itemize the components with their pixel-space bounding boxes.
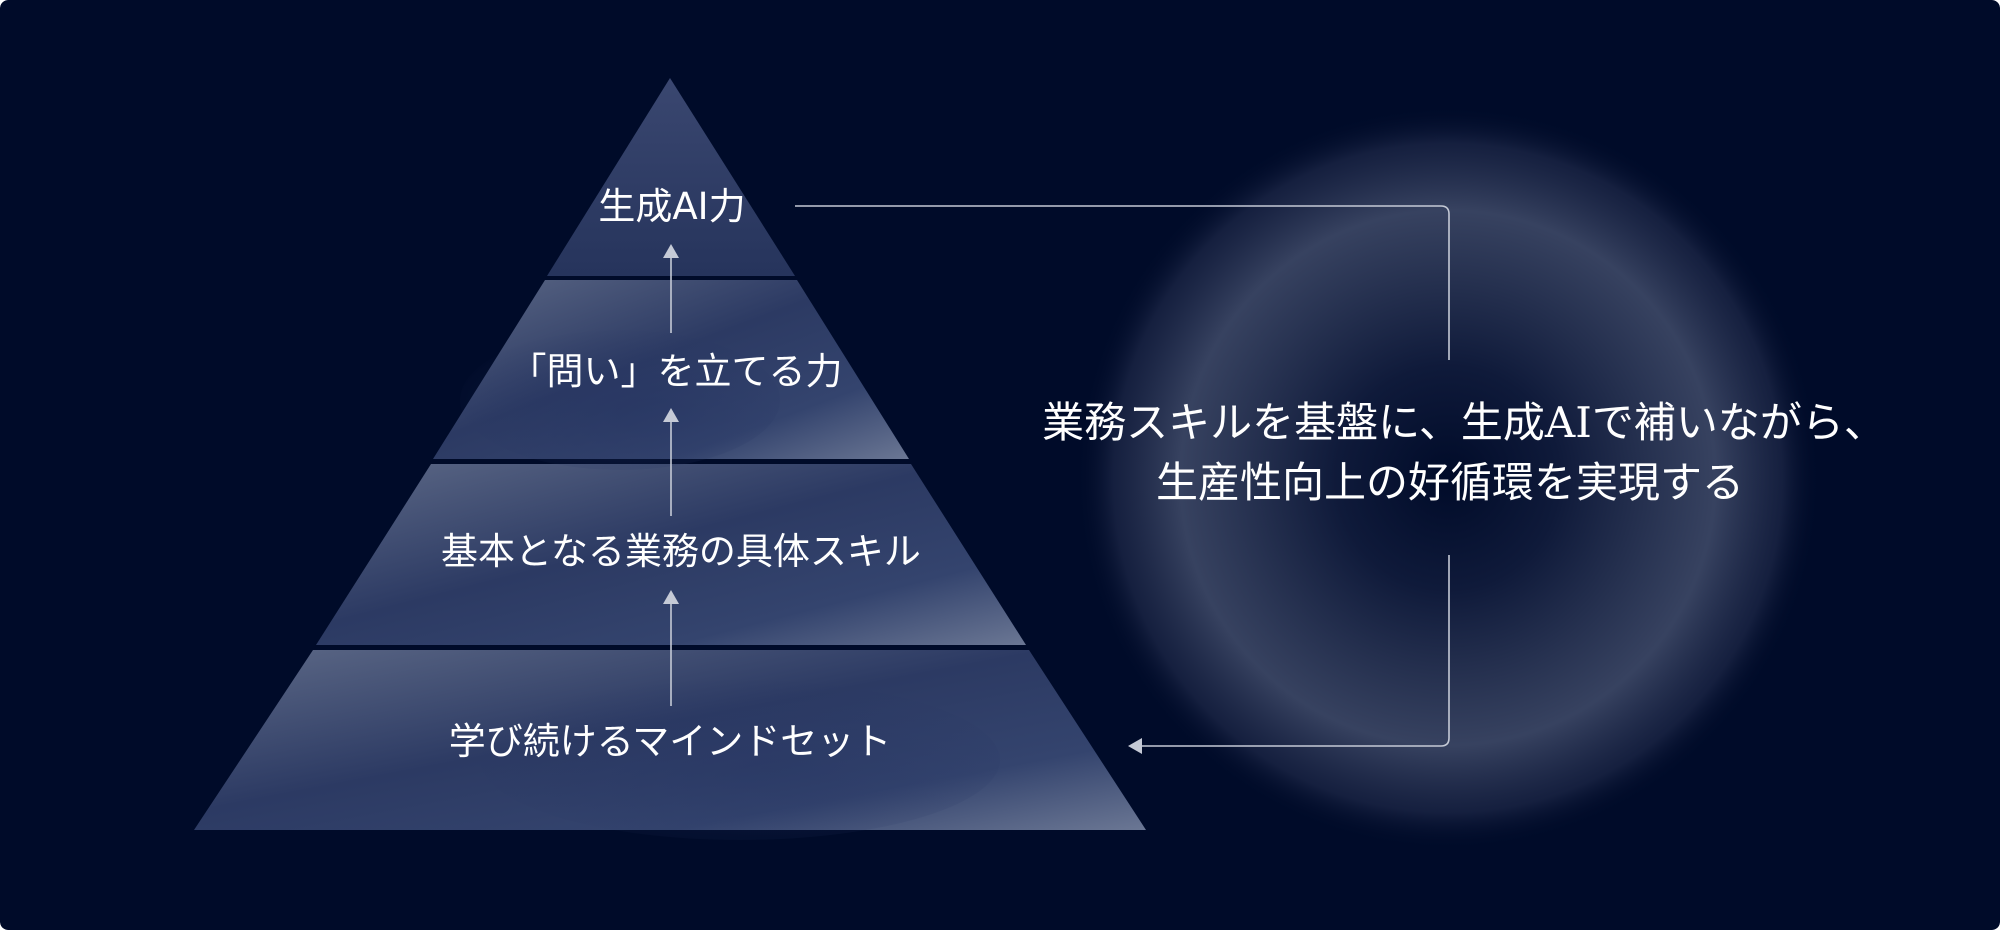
arrow-up-icon	[663, 408, 679, 422]
tier-label-2: 「問い」を立てる力	[510, 350, 843, 393]
arrow-up-icon	[663, 590, 679, 604]
tier-label-1: 生成AI力	[598, 185, 745, 228]
arrow-left-icon	[1128, 738, 1142, 754]
connector-bottom	[1142, 555, 1450, 747]
caption-line-2: 生産性向上の好循環を実現する	[1156, 458, 1744, 507]
up-arrows	[663, 244, 679, 706]
connector-top	[795, 205, 1450, 360]
tier-label-4: 学び続けるマインドセット	[449, 720, 892, 763]
pyramid-shade	[460, 330, 780, 470]
pyramid	[194, 78, 1146, 840]
pyramid-tier-1	[547, 78, 795, 276]
pyramid-shade	[480, 680, 1000, 840]
glow-circle	[1076, 106, 1820, 850]
caption-line-1: 業務スキルを基盤に、生成AIで補いながら、	[1042, 398, 1886, 447]
arrow-up-icon	[663, 244, 679, 258]
pyramid-tier-3	[316, 464, 1026, 645]
tier-label-3: 基本となる業務の具体スキル	[441, 530, 921, 573]
